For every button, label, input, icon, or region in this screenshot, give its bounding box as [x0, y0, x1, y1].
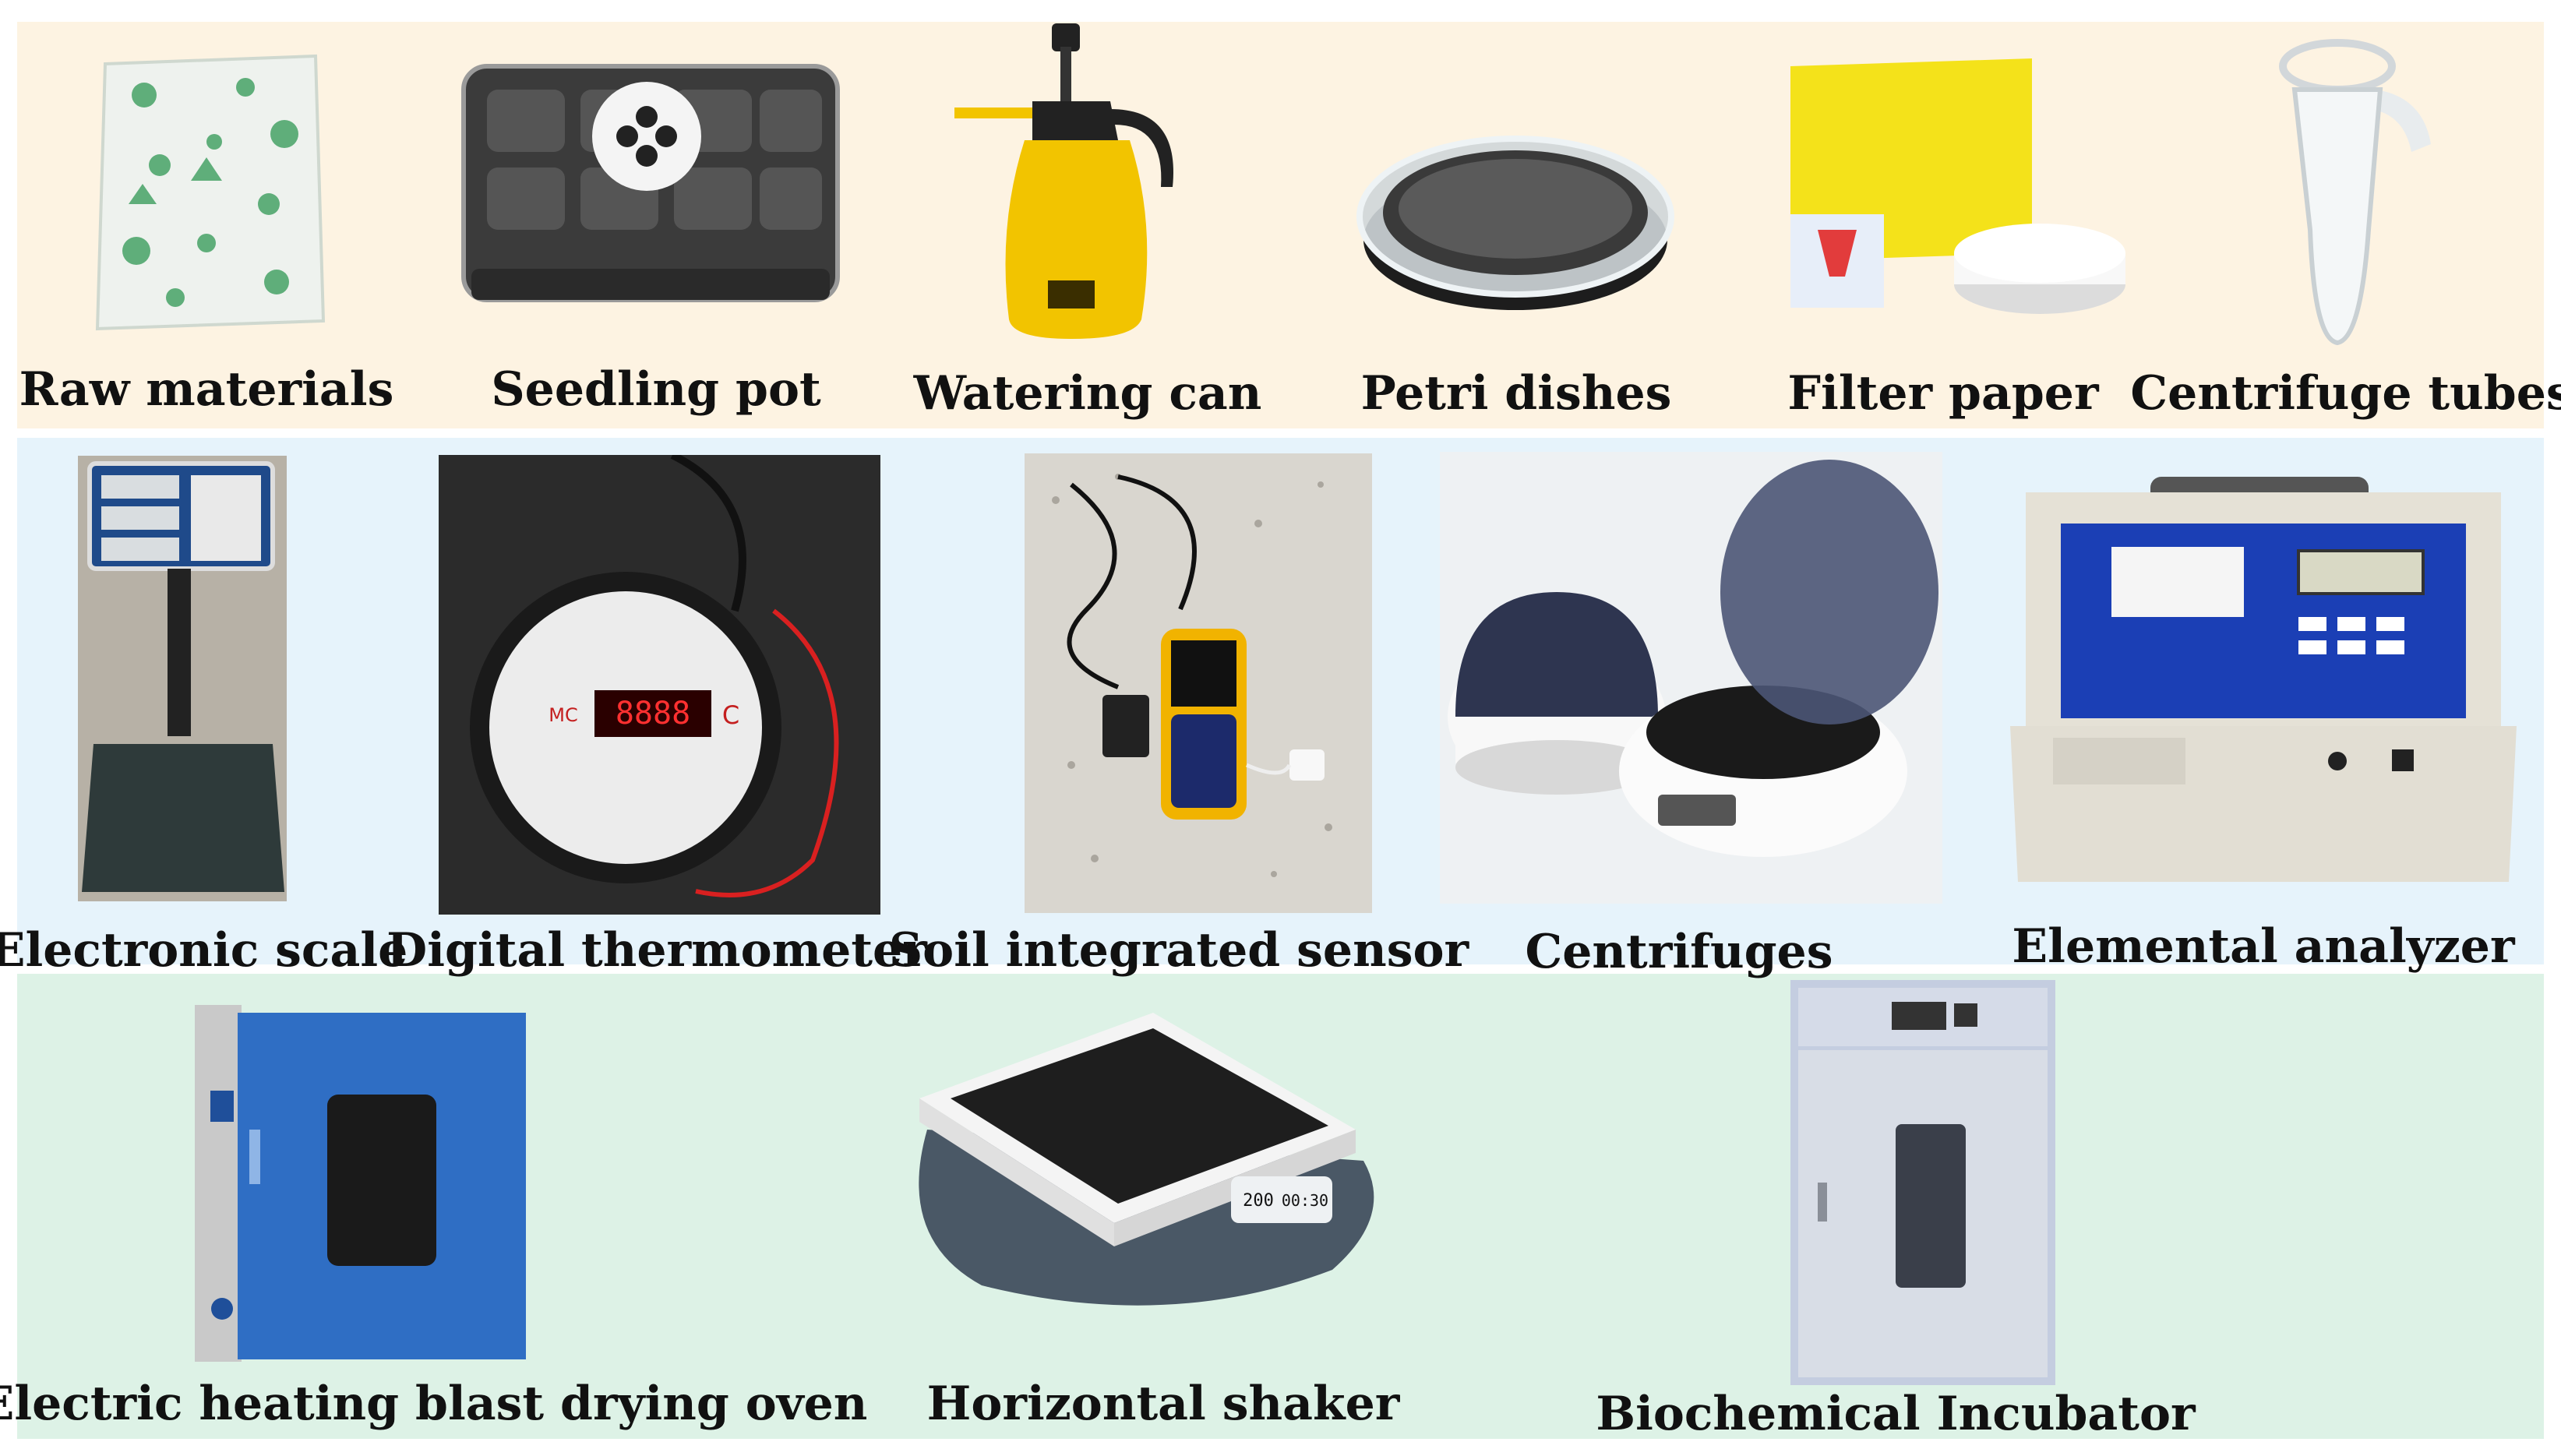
centrifuge-tubes-label: Centrifuge tubes: [2130, 366, 2561, 421]
seedling-pot-label: Seedling pot: [491, 362, 821, 417]
elemental-analyzer-label: Elemental analyzer: [2012, 919, 2515, 974]
digital-thermometer-label: Digital thermometer: [386, 923, 927, 978]
filter-paper-image: [1783, 51, 2133, 323]
horizontal-shaker-image: 200 00:30: [896, 1005, 1395, 1332]
electronic-scale-label: Electronic scale: [0, 923, 408, 978]
digital-thermometer-image: 8888 MC C: [439, 455, 880, 915]
consumables-row: [17, 22, 2544, 428]
raw-materials-label: Raw materials: [19, 362, 394, 417]
thermometer-unit: C: [722, 700, 739, 730]
centrifuges-image: [1440, 452, 1942, 904]
biochemical-incubator-label: Biochemical Incubator: [1596, 1387, 2196, 1441]
drying-oven-label: Electric heating blast drying oven: [0, 1377, 868, 1431]
thermometer-brand: MC: [549, 704, 577, 726]
petri-dishes-image: [1356, 100, 1675, 326]
watering-can-image: [954, 23, 1188, 343]
filter-paper-label: Filter paper: [1787, 366, 2099, 421]
seedling-pot-image: [448, 35, 853, 323]
petri-dishes-label: Petri dishes: [1360, 366, 1672, 421]
electronic-scale-image: [78, 456, 287, 901]
biochemical-incubator-image: [1790, 980, 2055, 1385]
thermometer-display: 8888: [616, 696, 690, 732]
shaker-speed-display: 200: [1243, 1191, 1274, 1211]
centrifuges-label: Centrifuges: [1525, 925, 1833, 979]
soil-sensor-image: [1025, 453, 1372, 913]
horizontal-shaker-label: Horizontal shaker: [926, 1377, 1400, 1431]
elemental-analyzer-image: [2010, 477, 2517, 890]
raw-materials-image: [90, 48, 331, 337]
shaker-time-display: 00:30: [1282, 1191, 1328, 1210]
soil-sensor-label: Soil integrated sensor: [888, 923, 1469, 978]
watering-can-label: Watering can: [913, 366, 1262, 421]
centrifuge-tube-image: [2252, 35, 2454, 347]
drying-oven-image: [195, 1005, 530, 1362]
